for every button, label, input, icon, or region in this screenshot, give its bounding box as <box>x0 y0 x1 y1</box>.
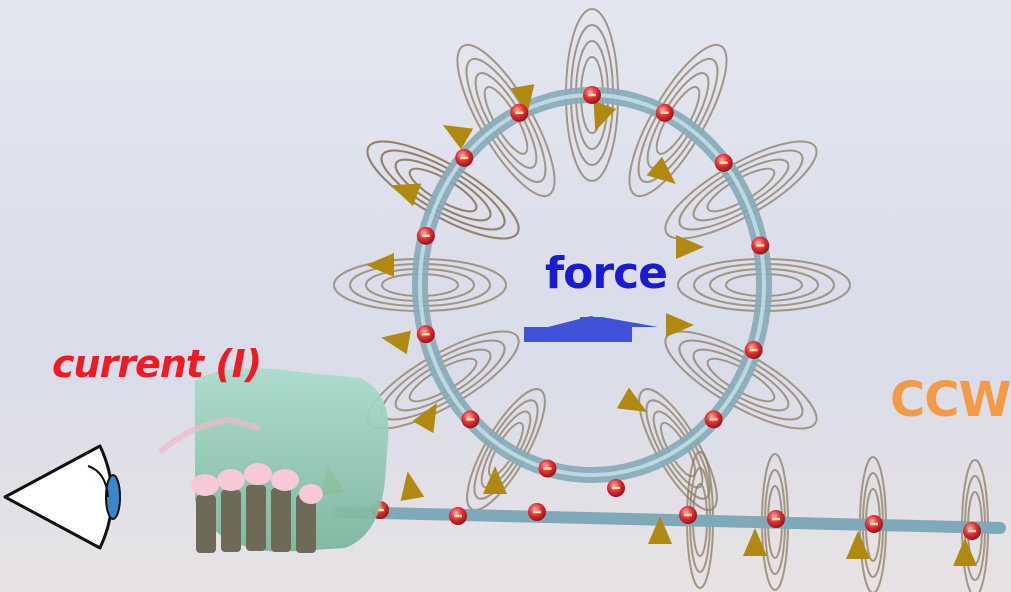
eye-icon <box>3 444 121 550</box>
field-arrowhead <box>646 156 676 184</box>
field-arrowhead <box>676 235 704 259</box>
minus-sign <box>533 510 541 514</box>
minus-sign <box>376 508 384 512</box>
minus-sign <box>612 486 620 490</box>
minus-sign <box>515 111 524 115</box>
minus-sign <box>772 517 780 521</box>
minus-sign <box>968 529 976 533</box>
minus-sign <box>660 111 669 115</box>
right-hand-icon <box>157 368 389 553</box>
minus-sign <box>421 332 430 336</box>
field-arrowhead <box>846 531 870 559</box>
field-arrowhead <box>743 528 767 556</box>
direction-label: CCW <box>890 372 1011 428</box>
minus-sign <box>749 348 758 352</box>
field-arrowhead <box>412 402 437 434</box>
minus-sign <box>588 93 596 97</box>
field-arrowhead <box>666 313 694 337</box>
minus-sign <box>870 522 878 526</box>
minus-sign <box>719 161 728 165</box>
field-arrowhead <box>381 330 411 355</box>
field-arrowhead <box>616 387 648 412</box>
arrow-up-icon <box>524 316 658 342</box>
minus-sign <box>454 514 462 518</box>
minus-sign <box>709 418 718 421</box>
current-label: current (I) <box>52 342 262 386</box>
force-label: force <box>545 248 668 299</box>
minus-sign <box>460 156 469 160</box>
minus-sign <box>421 234 430 238</box>
field-arrowhead <box>510 84 535 114</box>
field-arrowhead <box>953 538 977 566</box>
minus-sign <box>756 244 765 247</box>
field-arrowhead <box>442 125 474 150</box>
minus-sign <box>684 513 692 517</box>
field-arrowhead <box>390 183 422 207</box>
field-arrowhead <box>366 253 394 277</box>
field-arrowhead <box>648 516 672 544</box>
field-arrowhead <box>400 471 425 501</box>
field-arrowhead <box>593 100 617 132</box>
minus-sign <box>543 467 552 470</box>
minus-sign <box>466 418 475 421</box>
field-arrowhead <box>483 466 507 494</box>
